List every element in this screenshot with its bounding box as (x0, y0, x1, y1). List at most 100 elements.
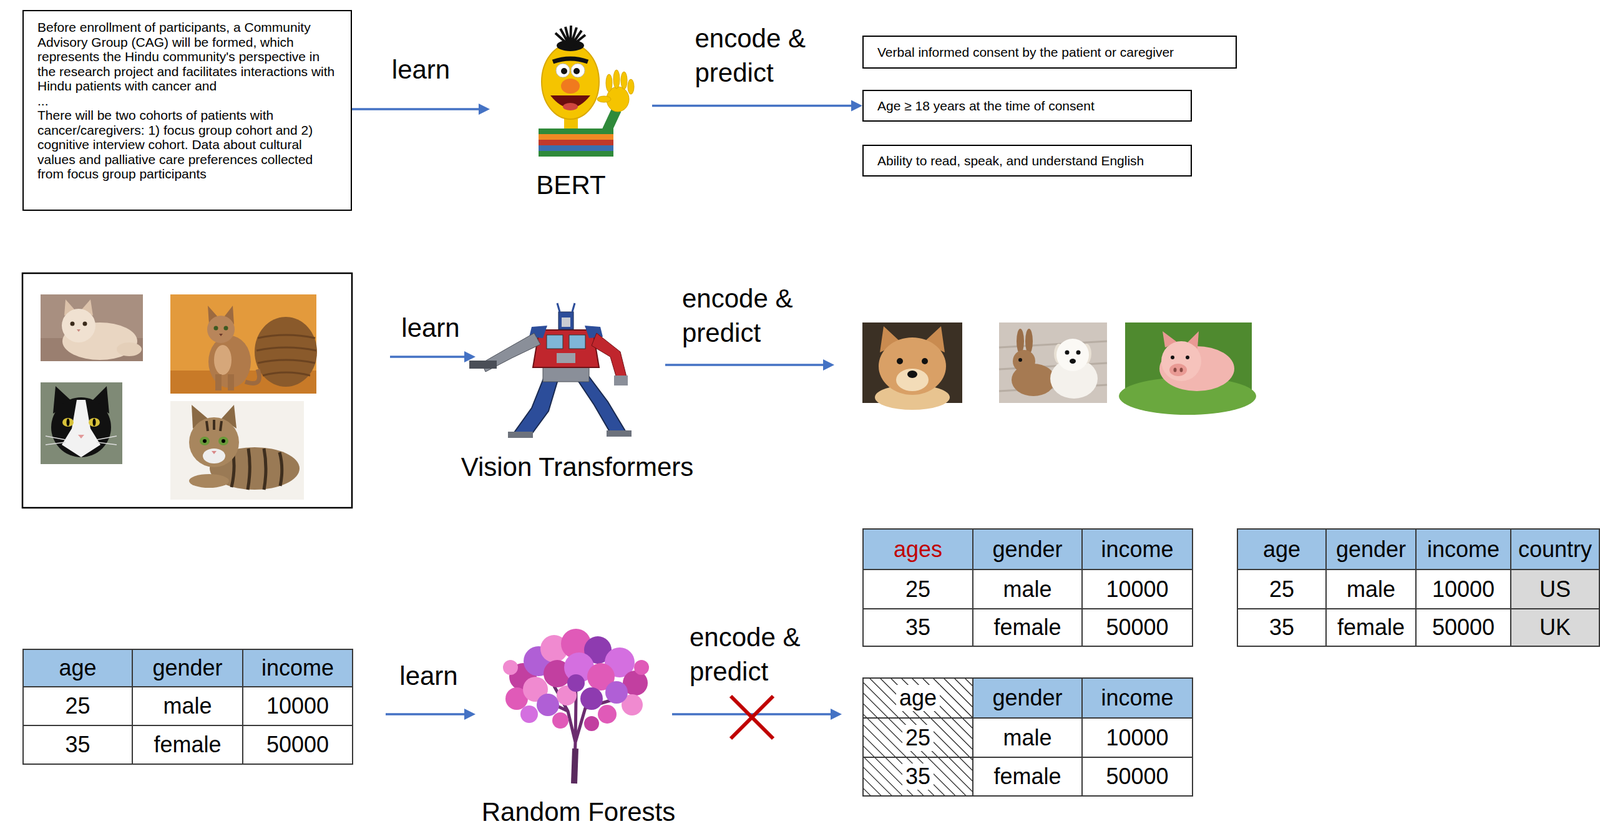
cell-text: 10000 (1105, 576, 1169, 603)
robot-illustration-part (569, 335, 586, 349)
cat-photo-part (170, 294, 317, 394)
table-cell: 10000 (1416, 570, 1512, 610)
cat-photo (40, 382, 123, 465)
table-cell: 10000 (1082, 570, 1194, 610)
puppy-rabbit-photo-part (1016, 328, 1025, 354)
cross-mark-part (730, 696, 774, 739)
cell-text: 35 (905, 614, 931, 641)
cat-photo-part (88, 418, 100, 427)
cell-text: 10000 (1105, 725, 1169, 752)
cat-photo-part (40, 294, 143, 362)
cell-text: US (1539, 576, 1571, 603)
robot-illustration-part (606, 430, 632, 437)
cell-text: male (1002, 725, 1052, 752)
cat-photo-part (202, 439, 207, 444)
puppy-rabbit-photo-part (1018, 358, 1023, 362)
arrow-label: learn (399, 660, 458, 693)
edge-label: encode & predict (695, 21, 820, 90)
table-cell: US (1511, 570, 1600, 610)
pig-photo-part (1170, 355, 1175, 360)
cell-text: 35 (64, 731, 90, 759)
tree-illustration-part (597, 705, 617, 724)
arrow-label: encode & predict (689, 620, 815, 689)
header-cell: gender (973, 678, 1083, 719)
dog-photo-part (907, 370, 918, 379)
header-cell: age (1238, 529, 1327, 571)
image-frame (22, 273, 352, 508)
cell-text: 50000 (1105, 614, 1169, 641)
text-box: Before enrollment of participants, a Com… (22, 9, 352, 211)
cat-photo-part (207, 315, 235, 344)
bert-illustration-part (560, 68, 568, 75)
table-cell: 35 (23, 726, 133, 766)
bert-illustration-part (627, 79, 635, 95)
dog-photo-part (862, 322, 963, 404)
bert-illustration-part (620, 71, 628, 90)
cell-text: income (261, 655, 334, 682)
table-cell: male (973, 570, 1083, 610)
table-cell: female (1326, 609, 1417, 648)
cell-text: female (993, 763, 1061, 791)
robot-illustration-part (469, 360, 497, 369)
cat-photo-part (211, 451, 217, 455)
cell-text: country (1518, 536, 1592, 563)
connector (351, 103, 490, 115)
flow-arrow (665, 359, 835, 371)
arrow-label: encode & predict (682, 282, 807, 351)
cell-text: 25 (902, 725, 934, 752)
table-cell: 25 (863, 570, 974, 610)
node-text: ... (37, 93, 337, 109)
header-cell: gender (132, 650, 244, 688)
cat-photo-part (221, 439, 226, 444)
tree-illustration-part (520, 705, 538, 724)
robot-illustration-part (556, 353, 576, 364)
bert-illustration-part (538, 128, 614, 135)
cat-photo-part (76, 329, 81, 332)
cross-mark-part (730, 696, 774, 739)
cat-photo-part (202, 448, 226, 464)
pig-photo-part (1185, 355, 1190, 360)
cell-text: 25 (64, 693, 90, 720)
bert-illustration (538, 25, 635, 157)
cell-text: UK (1539, 614, 1571, 641)
puppy-rabbit-photo (999, 322, 1108, 404)
cross-mark (730, 696, 774, 739)
table-cell: 25 (863, 718, 974, 759)
cell-text: 50000 (1432, 614, 1495, 641)
table-cell: 25 (23, 687, 133, 727)
pig-photo (1118, 322, 1257, 415)
cat-photo-part (92, 418, 97, 427)
puppy-rabbit-photo-part (1056, 338, 1089, 372)
dog-photo-part (878, 337, 947, 396)
criterion-box: Ability to read, speak, and understand E… (862, 144, 1192, 177)
tree-illustration-part (536, 693, 560, 717)
cell-text: income (1427, 536, 1500, 563)
data-table: agegenderincome25male1000035female50000 (862, 677, 1194, 797)
cat-photo-part (116, 342, 142, 357)
bert-illustration-part (538, 145, 614, 152)
bert-illustration-part (541, 44, 600, 120)
bert-illustration-part (556, 63, 570, 78)
bert-illustration-part (552, 58, 588, 62)
data-table: agegenderincome25male1000035female50000 (22, 648, 354, 766)
cat-photo-part (256, 335, 317, 376)
cell-text: 25 (1269, 576, 1295, 603)
puppy-rabbit-photo-part (1012, 350, 1036, 373)
cat-photo-part (189, 417, 240, 468)
cat-photo-part (62, 418, 74, 427)
puppy-rabbit-photo-part (1065, 350, 1070, 356)
connector-line (351, 107, 479, 111)
bert-illustration-part (538, 151, 614, 157)
cell-text: age (1263, 536, 1301, 563)
pig-photo-part (1180, 368, 1184, 373)
cell-text: income (1100, 685, 1174, 712)
bert-illustration-part (555, 25, 586, 47)
robot-illustration-part (546, 335, 563, 349)
table-cell: female (973, 609, 1083, 648)
cell-text: female (993, 614, 1061, 641)
cell-text: age (58, 655, 97, 682)
cat-photo-part (206, 419, 222, 432)
cat-photo-part (66, 418, 70, 427)
robot-illustration-part (507, 431, 533, 439)
bert-illustration-part (597, 96, 611, 103)
